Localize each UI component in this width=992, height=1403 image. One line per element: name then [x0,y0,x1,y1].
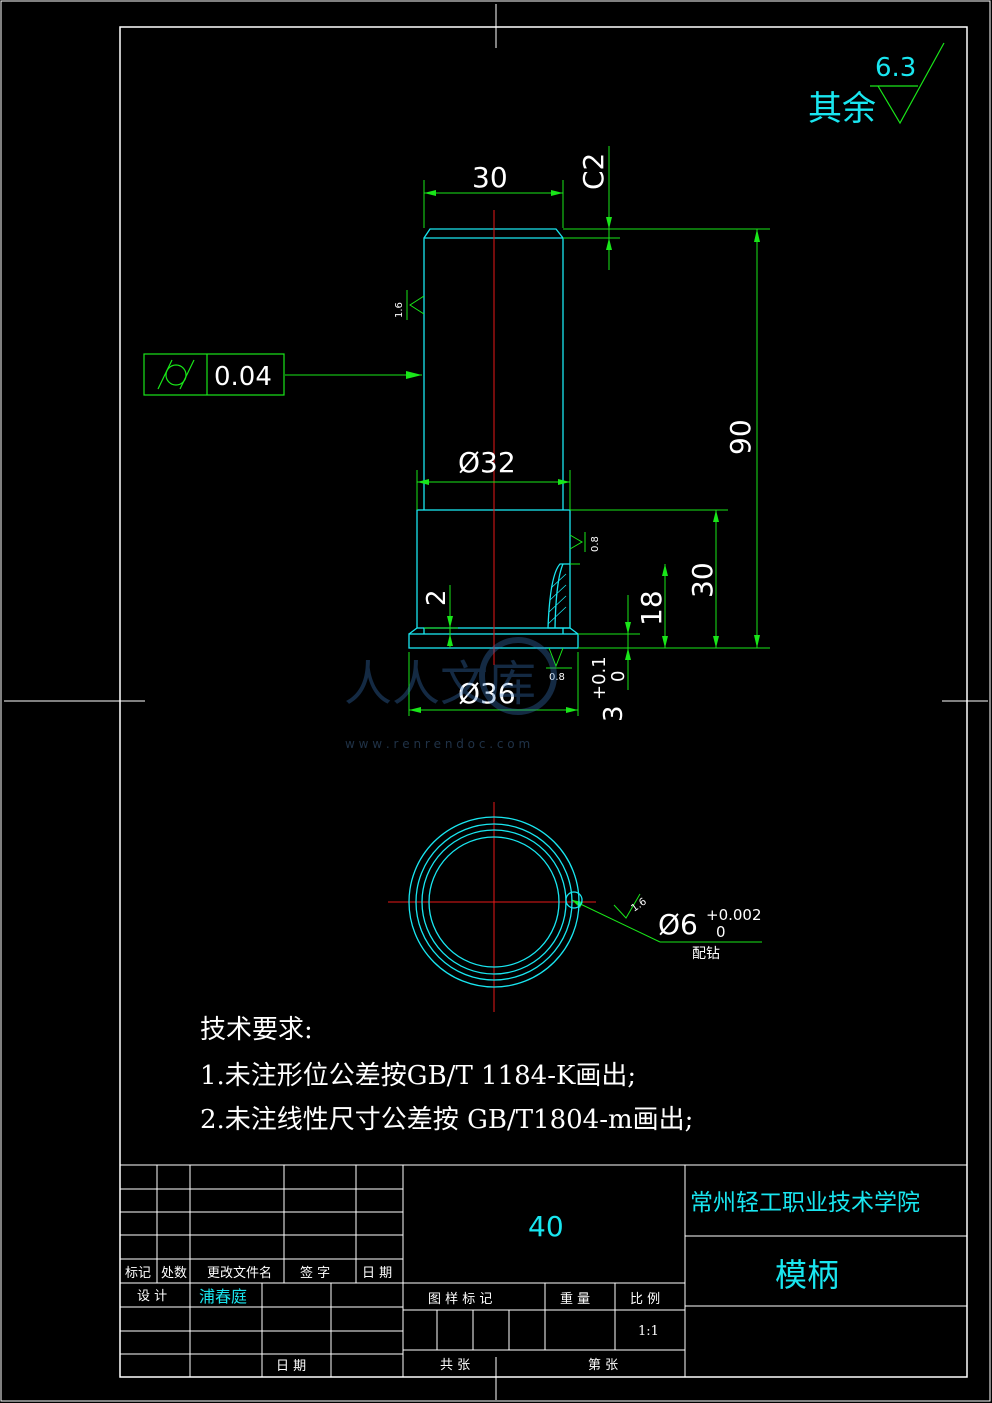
roughness-hole-value: 1.6 [629,896,648,914]
roughness-flange-bottom-value: 0.8 [549,672,565,683]
dim-tol-lower: 0 [608,671,629,682]
dim-tol-upper: +0.1 [589,656,610,700]
hole-callout: Ø6 +0.002 0 配钻 [658,906,762,962]
dimension-lines [285,146,770,943]
hole-tol-upper: +0.002 [706,906,762,924]
hole-diameter: Ø6 [658,908,698,941]
weight-label: 重 量 [560,1291,590,1307]
dim-height-total: 90 [724,419,757,455]
part-name: 模柄 [775,1256,839,1294]
rev-header-mark: 标记 [125,1266,151,1281]
dim-height-flange: 30 [686,562,719,598]
tolerance-value: 0.04 [214,362,272,392]
cylindricity-icon [157,359,195,390]
dim-tol-base: 3 [599,705,629,722]
dimension-texts: 30 C2 90 Ø32 30 18 2 Ø36 3 +0.1 0 [422,153,757,722]
roughness-flange-top-icon [569,534,583,550]
roughness-shank-icon [409,295,425,315]
school-name: 常州轻工职业技术学院 [690,1190,920,1216]
rev-header-count: 处数 [161,1266,187,1281]
hole-tol-lower: 0 [716,923,726,941]
roughness-flange-top-value: 0.8 [590,536,601,552]
tech-item-1: 1.未注形位公差按GB/T 1184-K画出; [200,1061,636,1091]
title-block-grid [120,1164,967,1377]
roughness-symbol-icon [877,42,945,125]
watermark: 人人文库 w w w . r e n r e n d o c . c o m [344,637,557,751]
scale-value: 1:1 [638,1324,659,1339]
hole-note: 配钻 [692,946,720,962]
dim-groove-depth: 2 [422,589,452,606]
dim-diameter-flange: Ø36 [458,677,516,710]
roughness-note-value: 6.3 [875,53,916,83]
roughness-note-label: 其余 [808,89,876,129]
scale-label: 比 例 [630,1292,660,1307]
design-label: 设 计 [137,1289,167,1304]
dim-chamfer: C2 [577,153,610,190]
title-block: 标记 处数 更改文件名 签 字 日 期 设 计 浦春庭 日 期 40 常州轻工职… [125,1190,920,1374]
tech-requirements: 技术要求: 1.未注形位公差按GB/T 1184-K画出; 2.未注线性尺寸公差… [200,1015,693,1135]
roughness-shank-value: 1.6 [394,302,405,318]
dim-diameter-shank: Ø32 [458,446,516,479]
section-hatch [547,573,567,625]
dim-width-top: 30 [472,161,508,194]
tolerance-frame: 0.04 [143,353,285,396]
tech-item-2: 2.未注线性尺寸公差按 GB/T1804-m画出; [200,1105,693,1135]
date-label: 日 期 [276,1359,306,1374]
mark-label: 图 样 标 记 [428,1292,492,1307]
watermark-url: w w w . r e n r e n d o c . c o m [345,737,530,751]
tech-title: 技术要求: [200,1015,313,1045]
quantity-value: 40 [528,1210,564,1243]
roughness-note: 其余 6.3 [808,42,945,129]
rev-header-sign: 签 字 [300,1265,330,1281]
designer-name: 浦春庭 [199,1287,247,1306]
roughness-hole-icon [613,893,641,919]
watermark-text: 人人文库 [344,656,536,712]
rev-header-date: 日 期 [362,1266,392,1281]
rev-header-file: 更改文件名 [207,1265,272,1281]
dimension-arrows [406,190,760,908]
sheet-number-label: 第 张 [588,1358,618,1373]
total-sheets-label: 共 张 [440,1358,470,1373]
dim-height-groove: 18 [635,590,668,626]
roughness-flange-bottom-icon [548,647,564,668]
part-top-view [408,816,583,988]
